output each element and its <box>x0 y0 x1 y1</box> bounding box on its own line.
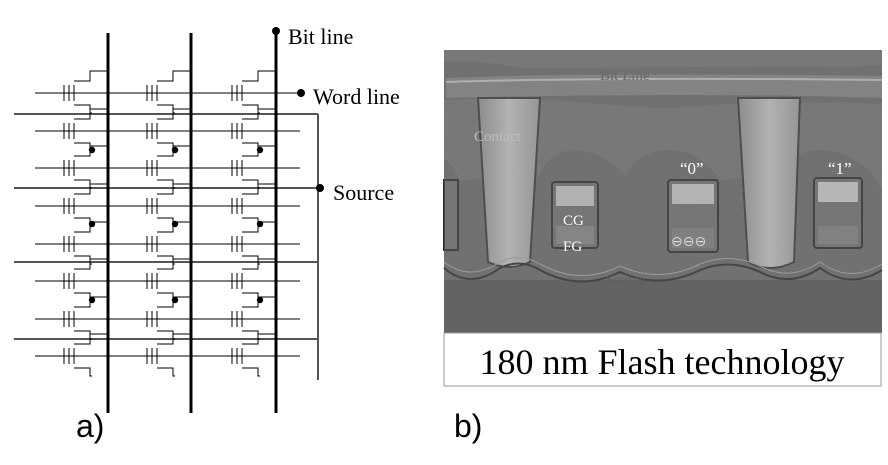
sem-state-1-text: “1” <box>828 159 852 178</box>
memory-cells <box>63 70 276 377</box>
junction-dot <box>88 296 96 304</box>
caption-box <box>443 332 882 387</box>
caption-text: 180 nm Flash technology <box>480 342 845 382</box>
memory-cell <box>231 221 276 265</box>
memory-cell <box>231 145 276 189</box>
memory-cell <box>63 221 108 265</box>
memory-cell <box>146 296 191 340</box>
memory-cell <box>146 258 191 302</box>
junction-dots <box>88 146 264 304</box>
sem-fg-text: FG <box>563 239 582 255</box>
panel-a-schematic <box>14 33 319 413</box>
word-lines <box>35 92 300 357</box>
junction-dot <box>171 220 179 228</box>
memory-cell <box>146 221 191 265</box>
memory-cell <box>63 108 108 152</box>
sem-cross-section: Bit Line Contact CG FG Source “0” “1” ⊖⊖… <box>443 50 883 333</box>
memory-cell <box>146 183 191 227</box>
sem-cg-text: CG <box>563 213 584 229</box>
junction-dot <box>256 220 264 228</box>
junction-dot <box>256 296 264 304</box>
memory-cell <box>63 70 108 114</box>
memory-cell <box>231 183 276 227</box>
memory-cell <box>146 108 191 152</box>
sem-electrons-text: ⊖⊖⊖ <box>671 233 706 249</box>
bit-line-label: Bit line <box>288 24 353 49</box>
sem-bit-line-text: Bit Line <box>600 68 650 84</box>
word-line-terminal <box>297 89 305 97</box>
panel-b-label: b) <box>454 408 482 444</box>
junction-dot <box>88 146 96 154</box>
junction-dot <box>171 146 179 154</box>
junction-dot <box>171 296 179 304</box>
source-terminal <box>316 184 324 192</box>
memory-cell <box>146 70 191 114</box>
memory-cell <box>146 333 191 377</box>
junction-dot <box>256 146 264 154</box>
memory-cell <box>231 108 276 152</box>
memory-cell <box>63 258 108 302</box>
sem-contact-text: Contact <box>474 129 521 145</box>
sem-state-0-text: “0” <box>680 159 704 178</box>
memory-cell <box>231 258 276 302</box>
source-lines <box>14 113 319 380</box>
panel-a-label: a) <box>76 408 104 444</box>
memory-cell <box>231 333 276 377</box>
junction-dot <box>88 220 96 228</box>
memory-cell <box>63 145 108 189</box>
memory-cell <box>63 183 108 227</box>
source-label: Source <box>333 180 394 205</box>
memory-cell <box>63 296 108 340</box>
bit-lines <box>106 33 278 413</box>
word-line-label: Word line <box>313 84 400 109</box>
memory-cell <box>231 70 276 114</box>
memory-cell <box>63 333 108 377</box>
memory-cell <box>231 296 276 340</box>
sem-source-text: Source <box>606 273 645 288</box>
bit-line-terminal <box>272 27 280 35</box>
memory-cell <box>146 145 191 189</box>
